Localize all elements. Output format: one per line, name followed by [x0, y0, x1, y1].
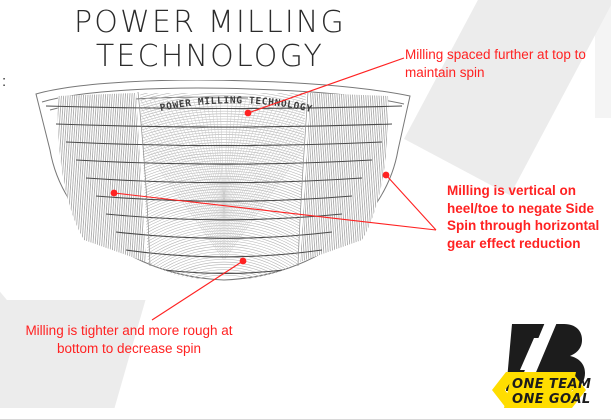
annotation-top: Milling spaced further at top to maintai… [405, 47, 586, 80]
clubface-diagram: POWER MILLING TECHNOLOGY [18, 80, 430, 295]
stray-colon-marker: : [2, 73, 7, 90]
annotation-right: Milling is vertical on heel/toe to negat… [447, 183, 600, 251]
logo-banner [492, 372, 586, 408]
logo-tagline-line1: ONE TEAM [512, 377, 591, 392]
bridgestone-logo: ONE TEAM ONE GOAL [472, 318, 602, 410]
annotation-bottom: Milling is tighter and more rough at bot… [25, 323, 233, 356]
decorative-diagonal-band-top-right [404, 0, 611, 196]
logo-tagline-line2: ONE GOAL [512, 392, 591, 407]
page-title: POWER MILLING TECHNOLOGY [74, 5, 346, 74]
